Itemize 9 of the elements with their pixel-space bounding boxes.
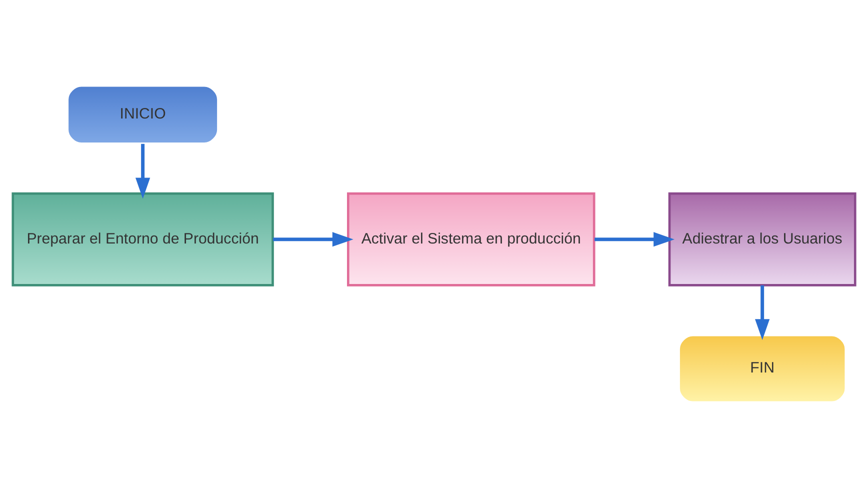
node-box: Adiestrar a los Usuarios — [668, 192, 856, 286]
arrow — [272, 232, 354, 246]
arrow — [755, 284, 770, 340]
node-box: FIN — [678, 333, 847, 404]
arrow — [594, 232, 675, 246]
node-box: Preparar el Entorno de Producción — [12, 192, 274, 286]
arrow — [135, 143, 150, 198]
node-box: Activar el Sistema en producción — [346, 192, 596, 286]
node-box: INICIO — [66, 84, 220, 144]
